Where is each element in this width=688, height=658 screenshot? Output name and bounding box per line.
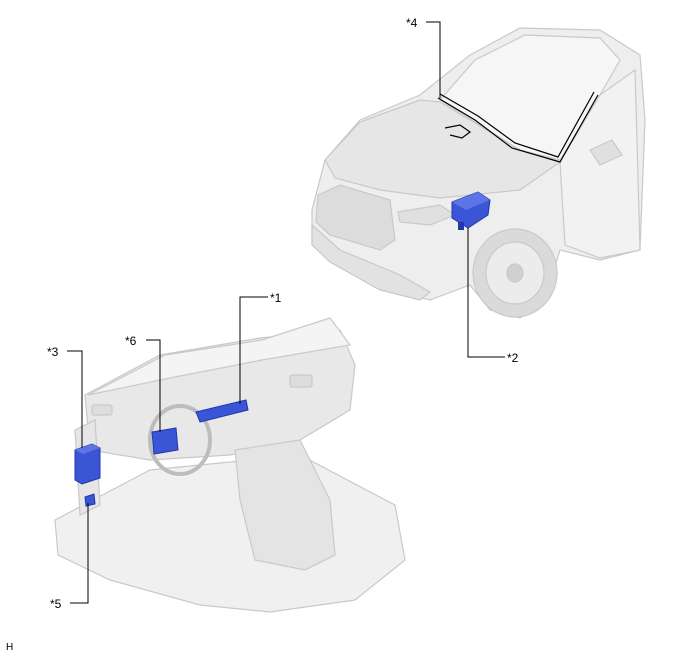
leader-line-5 xyxy=(70,503,89,604)
component-1-module xyxy=(195,399,249,423)
callout-3: *3 xyxy=(47,345,59,359)
leader-line-3 xyxy=(67,350,83,448)
vehicle-interior-illustration xyxy=(54,317,406,613)
callout-6: *6 xyxy=(125,334,137,348)
callout-4: *4 xyxy=(406,16,418,30)
callout-2: *2 xyxy=(507,351,519,365)
component-3-module xyxy=(74,443,101,485)
leader-lines xyxy=(67,21,505,604)
leader-line-6 xyxy=(146,339,161,432)
harness-wire xyxy=(437,91,599,163)
callout-1: *1 xyxy=(270,291,282,305)
leader-line-4 xyxy=(426,21,441,98)
figure-code: H xyxy=(6,642,14,653)
component-2-module xyxy=(451,191,491,230)
leader-line-1 xyxy=(239,296,268,404)
component-6-module xyxy=(151,427,179,455)
callout-5: *5 xyxy=(50,597,62,611)
vehicle-exterior-illustration xyxy=(311,27,646,319)
leader-line-2 xyxy=(467,228,505,358)
